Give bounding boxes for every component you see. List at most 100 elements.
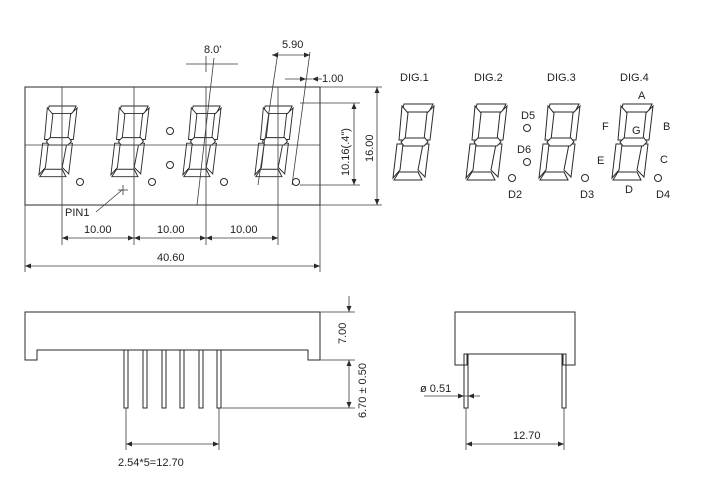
- schematic-digit-3: [538, 103, 581, 181]
- front-digit-1: [38, 105, 78, 178]
- segment-label-d: D: [625, 184, 633, 196]
- dim-total-width-text: 40.60: [157, 252, 185, 264]
- front-digit-1-segment-e: [38, 142, 49, 177]
- dim-digit-height-arrow-left: [272, 52, 278, 58]
- dot-d2: [508, 174, 516, 182]
- segment-label-f: F: [602, 121, 609, 133]
- dim-digit-height-text: 5.90: [282, 39, 303, 51]
- front-digit-4-segment-g: [261, 137, 289, 146]
- front-digit-3: [182, 105, 222, 178]
- front-view: 8.0' 5.90 1.00 10.16(.4") 16.00 PIN1: [24, 39, 382, 272]
- schematic-digit-3-segment-d: [539, 171, 569, 181]
- dim-pin-length-arrow-top: [346, 360, 352, 366]
- schematic-view: DIG.1 DIG.2 DIG.3 DIG.4 D2 D3 D4 D5 D6 A…: [392, 72, 670, 201]
- schematic-digit-1-segment-d: [393, 171, 423, 181]
- front-digit-1-segment-f: [44, 106, 54, 140]
- front-digit-1-segment-g: [45, 137, 73, 146]
- dim-pin-pitch-arrow-left: [126, 441, 132, 447]
- segment-label-a: A: [638, 90, 646, 102]
- dim-pitch-arrow-4: [200, 235, 206, 241]
- front-digit-1-segment-d: [39, 168, 67, 178]
- schematic-digit-1-segment-g: [400, 137, 429, 147]
- front-slant-line-1: [196, 57, 215, 206]
- schematic-digit-2-segment-e: [465, 143, 477, 180]
- dim-segment-width-text: 1.00: [322, 73, 343, 85]
- dim-segment-width-arrow-left: [300, 76, 306, 82]
- side-view: 7.00 6.70 ± 0.50 2.54*5=12.70: [24, 296, 369, 469]
- dim-total-height-arrow-top: [374, 87, 380, 93]
- dot-d5: [523, 124, 531, 132]
- front-colon-dot-lower: [166, 161, 174, 169]
- schematic-digit-2-segment-d: [466, 171, 496, 181]
- dim-row-spacing-arrow-right: [558, 441, 564, 447]
- front-slant-line-2: [257, 51, 279, 186]
- front-digit-3-segment-g: [189, 137, 217, 146]
- front-digit-4-segment-e: [254, 142, 265, 177]
- display-body-outline: [24, 86, 321, 206]
- dim-pin-diameter-arrow-left: [458, 393, 464, 399]
- front-digit-2-segment-c: [133, 142, 145, 175]
- dot-d4: [654, 174, 662, 182]
- schematic-digit-4-segment-f: [617, 104, 628, 141]
- dot-d4-label: D4: [656, 189, 670, 201]
- front-decimal-dot-1: [76, 178, 84, 186]
- front-colon-dot-upper: [166, 127, 174, 135]
- digit-label-1: DIG.1: [400, 72, 429, 84]
- schematic-digit-1: [392, 103, 435, 181]
- front-digit-2-segment-g: [117, 137, 145, 146]
- dim-vertical-digit-arrow-bottom: [351, 179, 357, 185]
- front-digit-3-segment-e: [182, 142, 193, 177]
- front-decimal-dot-4: [292, 178, 300, 186]
- side-pin-1: [123, 349, 129, 409]
- side-pin-2: [142, 349, 148, 409]
- dim-total-width-arrow-left: [25, 263, 31, 269]
- pin1-label: PIN1: [65, 207, 89, 219]
- dim-pin-pitch-arrow-right: [213, 441, 219, 447]
- front-digit-3-segment-c: [205, 142, 217, 175]
- schematic-digit-4-segment-d: [612, 171, 642, 181]
- schematic-digit-3-segment-f: [544, 104, 555, 141]
- front-digit-2-segment-e: [110, 142, 121, 177]
- dim-pitch-1-text: 10.00: [84, 224, 112, 236]
- dim-row-spacing-arrow-left: [466, 441, 472, 447]
- dim-total-width-arrow-right: [314, 263, 320, 269]
- front-digit-2-segment-d: [111, 168, 139, 178]
- dim-decimal-angle-text: 8.0': [204, 44, 221, 56]
- side-pin-3: [161, 349, 167, 409]
- segment-label-b: B: [663, 121, 670, 133]
- schematic-digit-2: [465, 103, 508, 181]
- schematic-digit-4: [611, 103, 654, 181]
- end-body-outline: [454, 311, 576, 366]
- dot-d3: [581, 174, 589, 182]
- dot-d2-label: D2: [508, 189, 522, 201]
- front-decimal-dot-2: [148, 178, 156, 186]
- dot-d6-label: D6: [517, 144, 531, 156]
- dot-d6: [523, 158, 531, 166]
- side-body-outline: [24, 311, 321, 361]
- schematic-digit-2-segment-c: [490, 143, 503, 179]
- end-view: ø 0.51 12.70: [420, 311, 576, 450]
- dim-pitch-arrow-5: [206, 235, 212, 241]
- dim-vertical-digit-arrow-top: [351, 103, 357, 109]
- front-digit-2: [110, 105, 150, 178]
- dim-total-height-arrow-bottom: [374, 199, 380, 205]
- segment-label-e: E: [597, 155, 604, 167]
- digit-label-2: DIG.2: [474, 72, 503, 84]
- schematic-digit-4-segment-g: [619, 137, 648, 147]
- dim-pitch-arrow-3: [134, 235, 140, 241]
- schematic-digit-3-segment-g: [546, 137, 575, 147]
- dim-pin-diameter-arrow-right: [468, 393, 474, 399]
- dim-pin-pitch-text: 2.54*5=12.70: [118, 457, 184, 469]
- dim-pin-length-arrow-bottom: [346, 402, 352, 408]
- dot-d3-label: D3: [580, 189, 594, 201]
- front-digit-3-segment-d: [183, 168, 211, 178]
- front-digit-4-segment-c: [277, 142, 289, 175]
- dot-d5-label: D5: [521, 110, 535, 122]
- side-pin-6: [216, 349, 222, 409]
- dim-pin-diameter-text: ø 0.51: [420, 383, 451, 395]
- front-digit-4-segment-d: [255, 168, 283, 178]
- side-pin-4: [179, 349, 185, 409]
- front-digit-4: [254, 105, 294, 178]
- dim-pitch-arrow-6: [272, 235, 278, 241]
